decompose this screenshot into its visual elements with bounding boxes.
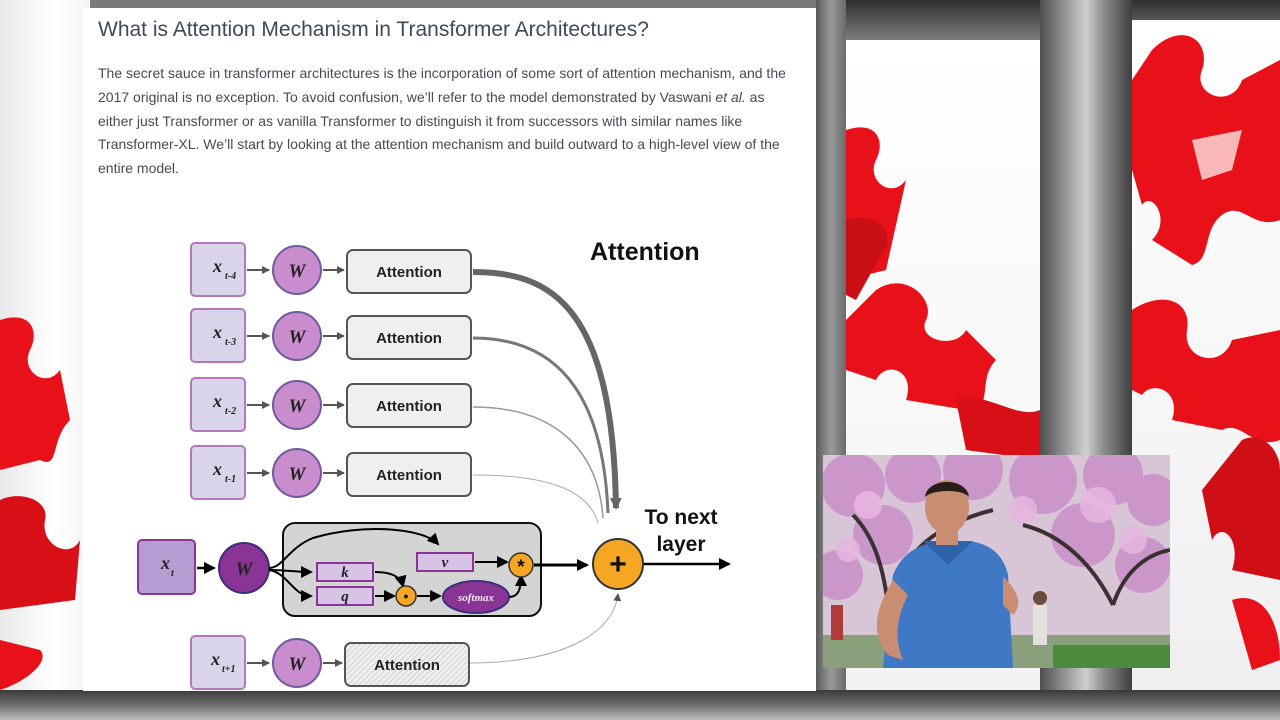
row-t-plus-1: x t+1 W Attention bbox=[190, 635, 470, 690]
input-label-t: x bbox=[160, 553, 170, 573]
input-sub-t: t bbox=[171, 568, 175, 579]
weight-node-t-1 bbox=[272, 448, 322, 498]
puzzle-decoration-middle bbox=[846, 127, 1040, 460]
left-wall bbox=[0, 0, 90, 720]
input-label-t-2: x bbox=[212, 391, 222, 411]
output-label-line2: layer bbox=[656, 533, 705, 556]
output-label-line1: To next bbox=[644, 506, 717, 529]
puzzle-decoration-left bbox=[0, 317, 80, 690]
slide-content: What is Attention Mechanism in Transform… bbox=[83, 8, 816, 691]
puzzle-decoration-right bbox=[1132, 35, 1280, 670]
input-sub-t-2: t-2 bbox=[225, 406, 236, 417]
input-sub-t-4: t-4 bbox=[225, 271, 236, 282]
softmax-label: softmax bbox=[457, 592, 495, 604]
attention-label-t-3: Attention bbox=[376, 330, 442, 347]
weight-label-t-1: W bbox=[289, 464, 307, 485]
attention-box-t+1 bbox=[344, 642, 470, 687]
attention-label-t-1: Attention bbox=[376, 467, 442, 484]
attention-diagram: Attention x t-4 W Attention x t-3 W Atte… bbox=[137, 238, 731, 690]
dot-product-node bbox=[395, 585, 417, 607]
attention-box-t-2 bbox=[346, 383, 472, 428]
input-label-t+1: x bbox=[210, 649, 220, 669]
attention-box-t-3 bbox=[346, 315, 472, 360]
article-body: The secret sauce in transformer architec… bbox=[98, 62, 798, 181]
weight-label-t-2: W bbox=[289, 396, 307, 417]
row-t-2: x t-2 W Attention bbox=[190, 377, 472, 432]
row-t-1: x t-1 W Attention bbox=[190, 445, 472, 500]
sum-node bbox=[592, 538, 644, 590]
row-t-3: x t-3 W Attention bbox=[190, 308, 472, 363]
article-body-part2: as either just Transformer or as vanilla… bbox=[98, 88, 780, 177]
query-label: q bbox=[341, 589, 349, 605]
article-body-part1: The secret sauce in transformer architec… bbox=[98, 65, 786, 105]
attention-label-t-2: Attention bbox=[376, 398, 442, 415]
input-sub-t-3: t-3 bbox=[225, 337, 236, 348]
attention-box-t-1 bbox=[346, 452, 472, 497]
key-box bbox=[316, 562, 374, 582]
weight-label-t-4: W bbox=[289, 261, 307, 282]
weight-node-t-2 bbox=[272, 380, 322, 430]
sum-output: + To next layer bbox=[592, 506, 731, 590]
input-box-t-2 bbox=[190, 377, 246, 432]
presenter-webcam bbox=[823, 455, 1170, 668]
row-t: x t W k q v • softmax bbox=[137, 522, 589, 617]
sum-symbol: + bbox=[609, 548, 627, 581]
weight-node-t-3 bbox=[272, 311, 322, 361]
row-t-4: x t-4 W Attention bbox=[190, 242, 472, 297]
input-box-t bbox=[137, 539, 196, 595]
query-box bbox=[316, 586, 374, 606]
diagram-heading: Attention bbox=[590, 238, 700, 266]
input-box-t-1 bbox=[190, 445, 246, 500]
attention-label-t+1: Attention bbox=[374, 657, 440, 674]
dot-product-symbol: • bbox=[404, 588, 409, 604]
input-sub-t+1: t+1 bbox=[222, 664, 235, 675]
input-label-t-1: x bbox=[212, 459, 222, 479]
input-box-t+1 bbox=[190, 635, 246, 690]
article-body-emphasis: et al. bbox=[715, 88, 746, 105]
attention-label-t-4: Attention bbox=[376, 264, 442, 281]
article-title: What is Attention Mechanism in Transform… bbox=[98, 18, 649, 41]
input-box-t-3 bbox=[190, 308, 246, 363]
weight-label-t+1: W bbox=[289, 654, 307, 675]
key-label: k bbox=[341, 565, 349, 581]
multiply-symbol: * bbox=[517, 557, 525, 578]
presenter-video-icon bbox=[823, 455, 1170, 668]
multiply-node bbox=[508, 552, 534, 578]
weight-node-t-4 bbox=[272, 245, 322, 295]
input-label-t-4: x bbox=[212, 256, 222, 276]
attention-box-t-4 bbox=[346, 249, 472, 294]
weight-node-t+1 bbox=[272, 638, 322, 688]
input-label-t-3: x bbox=[212, 322, 222, 342]
value-box bbox=[416, 552, 474, 572]
input-box-t-4 bbox=[190, 242, 246, 297]
input-sub-t-1: t-1 bbox=[225, 474, 236, 485]
connector-curves bbox=[468, 269, 622, 664]
floor bbox=[0, 690, 1280, 720]
weight-label-t-3: W bbox=[289, 327, 307, 348]
weight-label-t: W bbox=[236, 559, 254, 580]
value-label: v bbox=[442, 555, 449, 571]
